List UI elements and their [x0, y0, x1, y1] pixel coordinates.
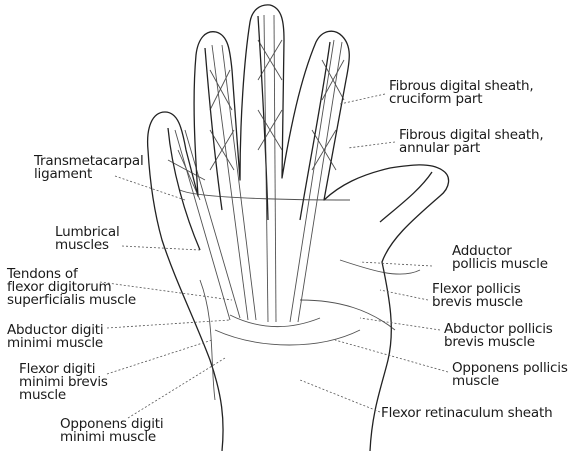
label-opponens-pollicis: Opponens pollicis muscle: [452, 362, 568, 388]
label-abductor-pollicis-brevis: Abductor pollicis brevis muscle: [444, 323, 553, 349]
label-opponens-digiti-minimi: Opponens digiti minimi muscle: [60, 418, 163, 444]
label-flexor-digiti-minimi-brevis: Flexor digiti minimi brevis muscle: [19, 363, 108, 402]
label-tendons-fds: Tendons of flexor digitorum superficiali…: [7, 268, 136, 307]
label-fibrous-annular: Fibrous digital sheath, annular part: [399, 129, 543, 155]
label-abductor-digiti-minimi: Abductor digiti minimi muscle: [7, 324, 103, 350]
label-lumbrical: Lumbrical muscles: [55, 226, 120, 252]
label-flexor-pollicis-brevis: Flexor pollicis brevis muscle: [432, 283, 523, 309]
hand-outline: [148, 5, 449, 451]
label-transmetacarpal: Transmetacarpal ligament: [34, 155, 144, 181]
label-flexor-retinaculum: Flexor retinaculum sheath: [381, 407, 552, 420]
leader-lines: [100, 94, 448, 418]
label-fibrous-cruciform: Fibrous digital sheath, cruciform part: [389, 80, 533, 106]
tendons-sketch: [168, 15, 420, 400]
label-adductor-pollicis: Adductor pollicis muscle: [452, 245, 548, 271]
